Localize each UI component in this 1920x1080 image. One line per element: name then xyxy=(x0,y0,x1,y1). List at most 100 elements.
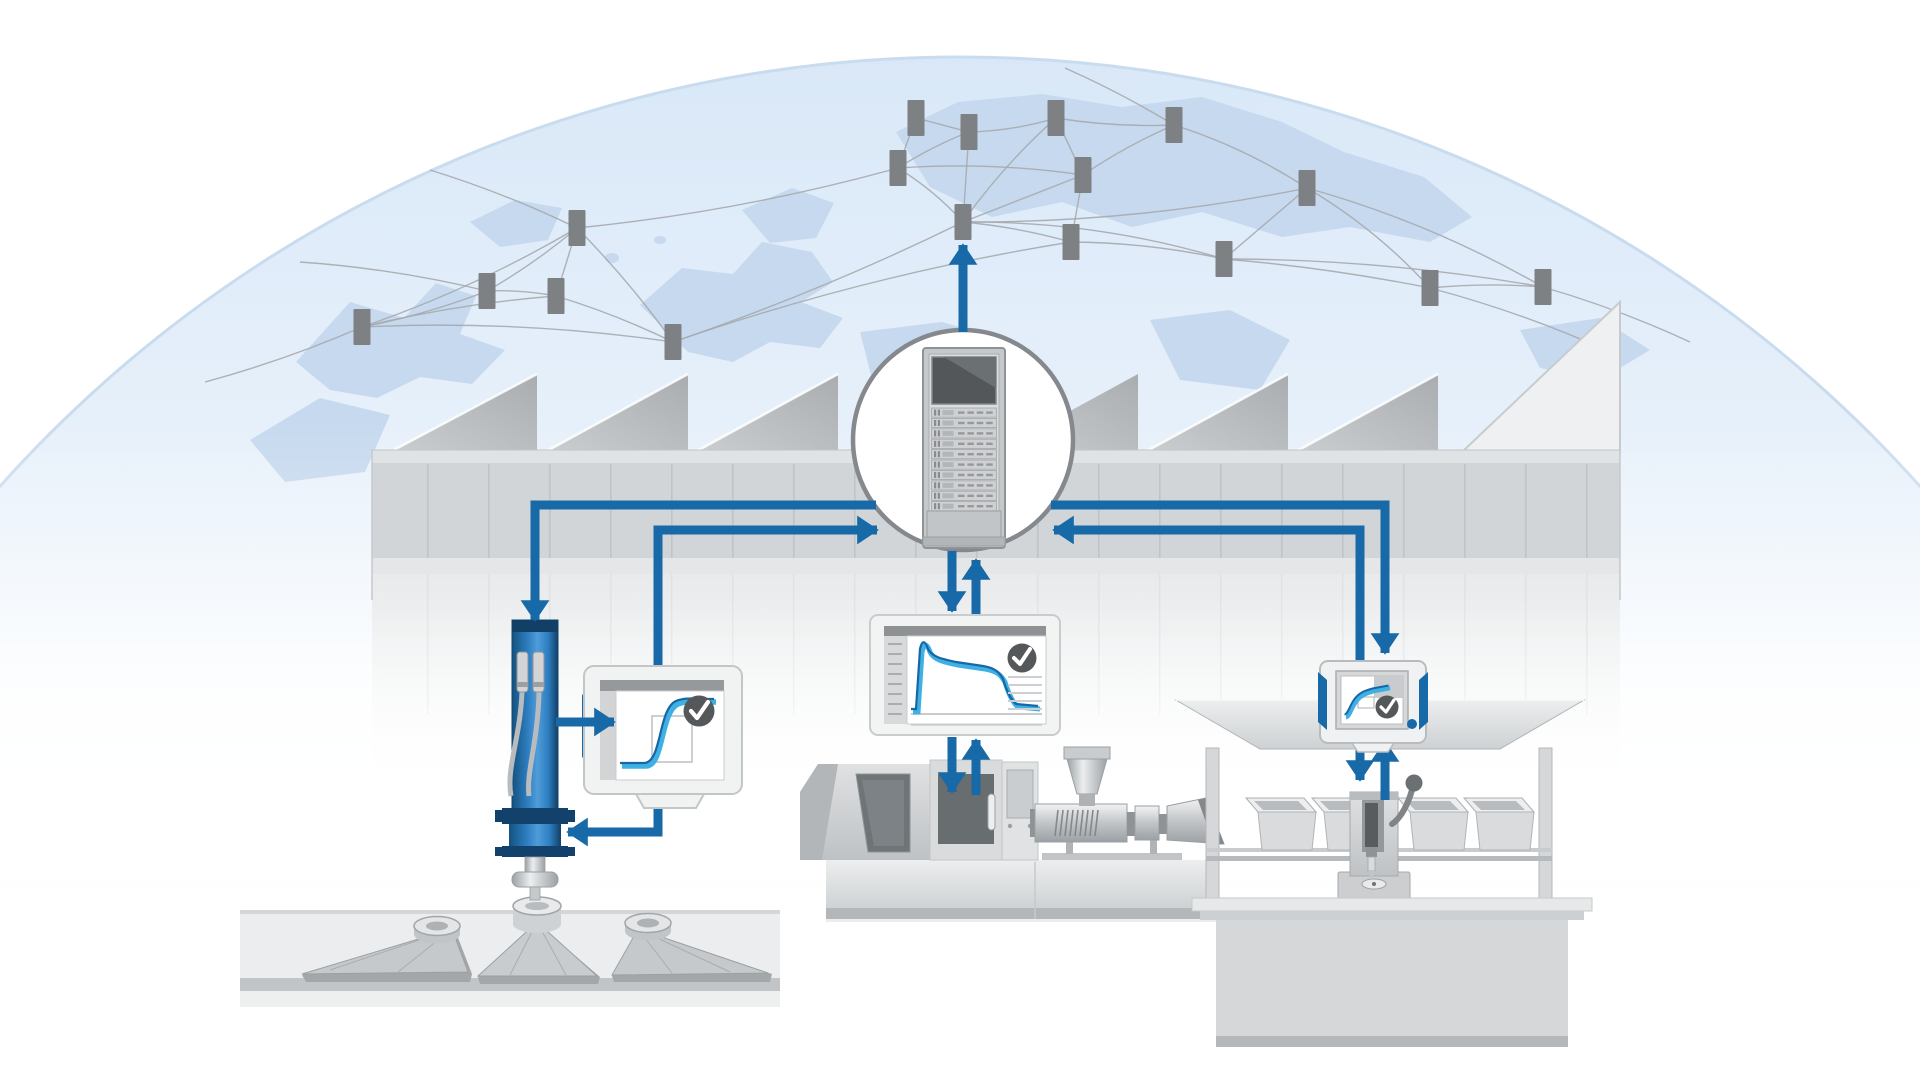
network-node xyxy=(1047,100,1065,136)
rack-unit xyxy=(931,438,997,449)
menu-lines-icon xyxy=(888,643,902,715)
door-handle xyxy=(987,793,996,831)
parts-bin xyxy=(1396,797,1470,851)
network-link xyxy=(361,324,674,343)
rack-unit xyxy=(931,407,997,418)
left-station xyxy=(240,619,780,1007)
network-link xyxy=(361,227,578,328)
rack-unit xyxy=(931,459,997,470)
network-link xyxy=(1306,187,1544,288)
lever-knob xyxy=(1405,774,1423,792)
text-lines xyxy=(1008,676,1042,710)
parts-bin xyxy=(1462,797,1536,851)
network-link xyxy=(1070,241,1225,260)
monitor-clamp xyxy=(1419,672,1428,730)
network-link xyxy=(576,227,674,343)
network-link xyxy=(555,295,674,343)
network-link xyxy=(486,227,578,292)
network-link xyxy=(1429,284,1544,289)
network-node xyxy=(353,309,371,345)
press-lever xyxy=(1389,787,1415,827)
workpiece-2 xyxy=(476,896,600,984)
workpiece-3 xyxy=(611,912,772,982)
hopper xyxy=(1066,758,1108,795)
parts-bin xyxy=(1244,797,1318,851)
network-link xyxy=(299,261,488,292)
network-link xyxy=(1223,258,1544,288)
check-icon xyxy=(1007,643,1037,673)
network-node xyxy=(960,114,978,150)
right-monitor xyxy=(1318,660,1428,753)
network-link xyxy=(1064,67,1175,126)
screen-sidebar xyxy=(884,636,907,724)
monitor-stand xyxy=(1350,742,1396,753)
network-node xyxy=(1421,270,1439,306)
status-dot xyxy=(1407,719,1417,729)
bench-top xyxy=(1191,897,1593,912)
server-to-press-arrow xyxy=(520,500,876,622)
check-icon xyxy=(683,695,715,727)
network-links xyxy=(204,67,1691,383)
network-node xyxy=(1165,107,1183,143)
network-node xyxy=(568,210,586,246)
network-node xyxy=(478,273,496,309)
s-curve xyxy=(1345,685,1391,720)
network xyxy=(204,67,1691,383)
network-link xyxy=(204,326,363,383)
network-link xyxy=(429,169,578,229)
network-node xyxy=(907,100,925,136)
center-monitor xyxy=(869,614,1061,736)
press-tool-disc xyxy=(511,871,559,888)
network-link xyxy=(962,221,1072,243)
network-node xyxy=(1062,224,1080,260)
tolerance-box xyxy=(651,715,693,763)
server-rack-icon xyxy=(922,347,1006,549)
network-link xyxy=(1082,124,1175,176)
rack-unit xyxy=(931,501,997,512)
network-link xyxy=(962,174,1084,223)
network-node xyxy=(1298,170,1316,206)
monitor-clamp xyxy=(1318,672,1327,730)
network-link xyxy=(1306,187,1431,289)
rack-unit xyxy=(931,490,997,501)
monitor-stand xyxy=(634,793,706,809)
left-monitor xyxy=(582,665,743,809)
server-hub xyxy=(850,327,1076,553)
press-tool-tip xyxy=(529,886,541,901)
bench-body xyxy=(1216,920,1568,1036)
rack-unit xyxy=(931,469,997,480)
network-link xyxy=(897,165,1084,176)
check-icon xyxy=(1375,695,1399,719)
workpiece-1 xyxy=(301,915,472,982)
screen-titlebar xyxy=(600,680,724,691)
network-link xyxy=(968,117,1057,133)
server-to-right-monitor-arrow xyxy=(1051,500,1400,655)
network-link xyxy=(962,221,1225,260)
network-node xyxy=(1215,241,1233,277)
network-link xyxy=(1223,187,1308,260)
network-node xyxy=(1534,269,1552,305)
network-node xyxy=(954,204,972,240)
network-node xyxy=(664,324,682,360)
rack-unit xyxy=(931,449,997,460)
network-link xyxy=(1173,124,1308,189)
rack-unit xyxy=(931,428,997,439)
right-station xyxy=(1174,699,1593,1047)
rack-unit xyxy=(931,417,997,428)
heater-bands xyxy=(1054,809,1099,837)
network-link xyxy=(672,241,1072,343)
panel-screen xyxy=(1006,769,1034,819)
network-link xyxy=(1055,117,1175,127)
network-nodes xyxy=(353,100,1552,360)
network-node xyxy=(547,278,565,314)
network-node xyxy=(889,150,907,186)
left-monitor-to-server-arrow xyxy=(653,515,879,700)
network-link xyxy=(576,167,899,229)
network-link xyxy=(962,187,1308,223)
right-monitor-to-server-arrow xyxy=(1052,515,1365,700)
flow-arrows xyxy=(520,243,1400,847)
network-node xyxy=(1074,157,1092,193)
screen-titlebar xyxy=(884,626,1046,636)
network-link xyxy=(1223,258,1431,289)
